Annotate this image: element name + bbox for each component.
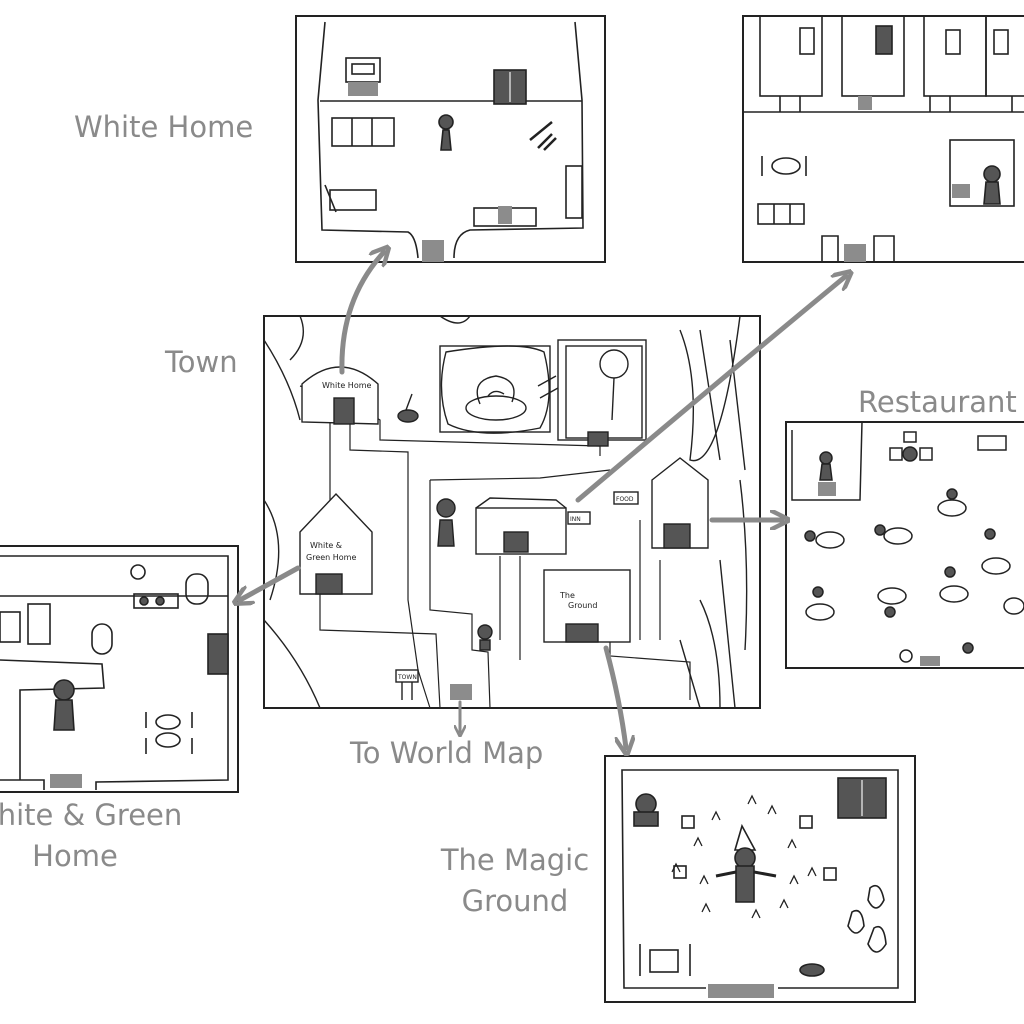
town-sign-post [395,669,419,683]
sign-the-ground-1: The [559,591,575,600]
inn-room-4 [985,15,1024,97]
mg-door [708,984,774,998]
inn-bed-3 [945,29,961,55]
arrow-to-white-home [339,252,384,375]
to-world-map-label: To World Map [350,736,544,770]
town-garden [557,339,647,441]
magic-ground-title-line1: The Magic [440,843,590,877]
arrow-to-white-green-home [240,565,301,600]
inn-room-1 [759,15,823,97]
sign-white-green-2: Green Home [306,553,356,562]
sign-inn: INN [570,516,581,523]
white-home-npc [438,114,454,130]
inn-door [844,244,866,262]
white-home-shelf [565,165,583,219]
sign-white-home: White Home [322,381,372,390]
mg-wizard-hat [733,823,757,851]
restaurant-host [902,446,918,462]
restaurant-tables [805,499,1024,621]
restaurant-panel [785,421,1024,669]
white-home-panel [295,15,606,263]
inn-bench [757,203,805,225]
restaurant-counter [977,435,1007,451]
wg-bed-1 [0,611,21,643]
inn-panel [742,15,1024,263]
mg-sprouts [671,794,817,919]
wg-shelf [133,593,179,609]
town-title: Town [165,345,238,379]
mg-desk [649,949,679,973]
mg-wizard [734,847,756,869]
inn-reception [949,139,1015,207]
restaurant-title: Restaurant [858,385,1017,419]
town-statue [397,409,419,423]
sign-food: FOOD [616,496,634,503]
inn-room-2 [841,15,905,97]
wg-dining-set [145,712,193,754]
wg-counter [0,659,105,780]
white-home-door [422,240,444,262]
mg-creature [799,963,825,977]
town-exit [450,684,472,700]
arrows [240,252,846,748]
sign-the-ground-2: Ground [568,601,597,610]
sign-white-green-1: White & [310,541,342,550]
arrow-to-inn [575,276,846,503]
white-home-title: White Home [74,110,254,144]
magic-ground-title-line2: Ground [461,884,569,918]
inn-bed-1 [799,27,815,55]
wg-arch [185,573,209,605]
inn-table [771,157,801,175]
inn-bed-4 [993,29,1009,55]
magic-ground-panel [604,755,916,1003]
white-green-home-title-line2: Home [32,839,118,873]
wg-npc [53,679,75,701]
white-home-bed [345,57,381,83]
mg-orb [635,793,657,815]
white-home-rug [348,82,378,96]
white-home-table [331,117,395,147]
town-white-green-home [299,492,373,595]
town-sign-texts: White Home White & Green Home The Ground… [306,381,634,681]
town-panel [263,315,761,709]
town-npc-2 [477,624,493,640]
wg-mirror [91,623,113,655]
wg-bed-2 [27,603,51,645]
sign-town: TOWN [397,674,417,681]
inn-bed-2 [875,25,893,55]
white-home-stairs [529,121,557,151]
white-green-home-title-line1: hite & Green [0,798,183,832]
mg-vase-1 [867,884,885,909]
wg-clock [130,564,146,580]
wg-door [50,774,82,788]
inn-room-3 [923,15,987,97]
wg-cabinet [207,633,229,675]
town-npc-1 [436,498,456,518]
white-home-sofa [329,189,377,211]
restaurant-diners [804,488,996,654]
white-green-home-panel [0,545,239,793]
arrow-to-magic-ground [603,645,626,748]
town-fountain [439,345,551,433]
